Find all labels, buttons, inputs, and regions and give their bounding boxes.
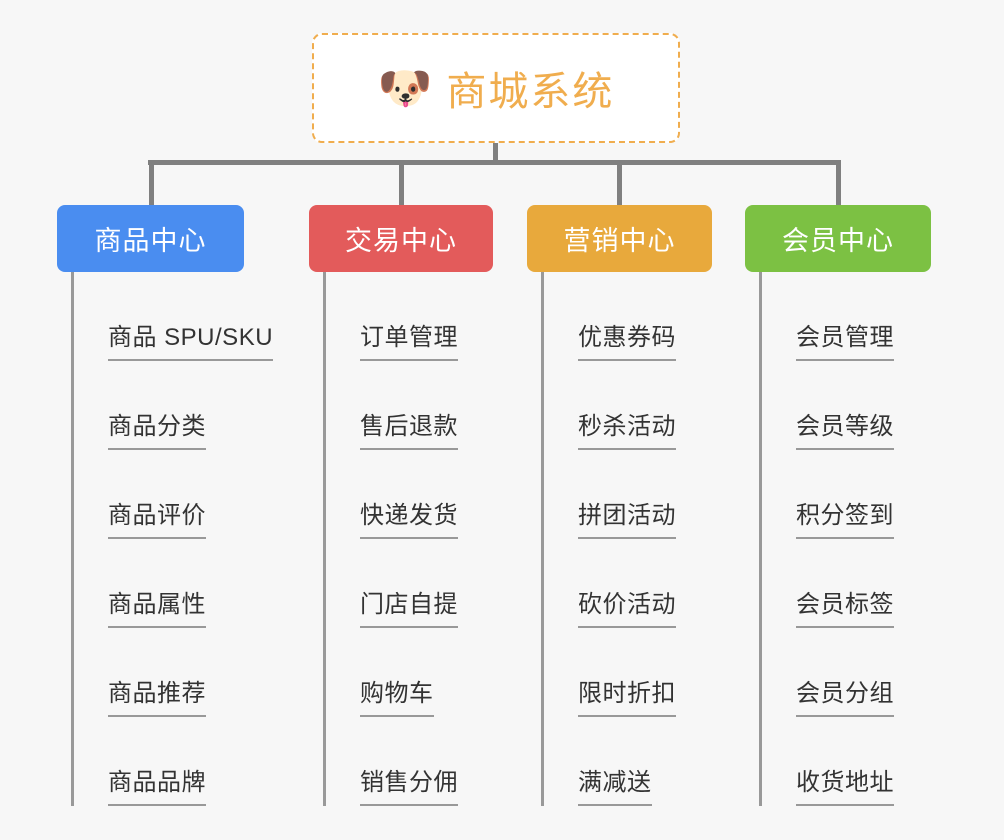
leaf-label: 销售分佣 <box>360 762 458 806</box>
leaf-label: 商品品牌 <box>108 762 206 806</box>
leaf-list-marketing-center: 优惠券码秒杀活动拼团活动砍价活动限时折扣满减送 <box>541 272 712 806</box>
root-node[interactable]: 🐶 商城系统 <box>312 33 680 143</box>
leaf-item[interactable]: 销售分佣 <box>326 717 493 806</box>
column-trade-center: 交易中心订单管理售后退款快递发货门店自提购物车销售分佣 <box>309 205 493 806</box>
leaf-item[interactable]: 订单管理 <box>326 272 493 361</box>
category-box-trade-center[interactable]: 交易中心 <box>309 205 493 272</box>
category-label: 会员中心 <box>782 226 894 256</box>
connector-drop-trade-center <box>399 160 404 207</box>
leaf-label: 会员等级 <box>796 406 894 450</box>
leaf-list-product-center: 商品 SPU/SKU 商品分类商品评价商品属性商品推荐商品品牌 <box>71 272 274 806</box>
leaf-item[interactable]: 快递发货 <box>326 450 493 539</box>
leaf-item[interactable]: 拼团活动 <box>544 450 712 539</box>
leaf-item[interactable]: 收货地址 <box>762 717 931 806</box>
leaf-item[interactable]: 限时折扣 <box>544 628 712 717</box>
leaf-label: 会员标签 <box>796 584 894 628</box>
leaf-item[interactable]: 优惠券码 <box>544 272 712 361</box>
connector-drop-marketing-center <box>617 160 622 207</box>
leaf-label: 订单管理 <box>360 317 458 361</box>
leaf-item[interactable]: 会员分组 <box>762 628 931 717</box>
leaf-item[interactable]: 会员等级 <box>762 361 931 450</box>
category-label: 交易中心 <box>345 226 457 256</box>
leaf-label: 售后退款 <box>360 406 458 450</box>
connector-stem <box>493 143 498 164</box>
leaf-label: 拼团活动 <box>578 495 676 539</box>
leaf-label: 商品评价 <box>108 495 206 539</box>
category-label: 商品中心 <box>94 226 207 256</box>
leaf-item[interactable]: 商品 SPU/SKU <box>74 272 274 361</box>
leaf-label: 快递发货 <box>360 495 458 539</box>
leaf-item[interactable]: 商品品牌 <box>74 717 244 806</box>
leaf-label: 商品属性 <box>108 584 206 628</box>
dog-face-icon: 🐶 <box>377 64 433 113</box>
leaf-label: 商品 SPU/SKU <box>108 317 274 361</box>
root-title: 商城系统 <box>446 70 615 114</box>
category-box-marketing-center[interactable]: 营销中心 <box>527 205 712 272</box>
connector-horizontal-bar <box>148 160 841 165</box>
leaf-item[interactable]: 门店自提 <box>326 539 493 628</box>
leaf-item[interactable]: 购物车 <box>326 628 493 717</box>
leaf-label: 积分签到 <box>796 495 894 539</box>
leaf-label: 秒杀活动 <box>578 406 676 450</box>
leaf-label: 会员分组 <box>796 673 894 717</box>
leaf-item[interactable]: 砍价活动 <box>544 539 712 628</box>
leaf-label: 会员管理 <box>796 317 894 361</box>
leaf-item[interactable]: 商品分类 <box>74 361 244 450</box>
leaf-label: 收货地址 <box>796 762 894 806</box>
category-box-member-center[interactable]: 会员中心 <box>745 205 931 272</box>
leaf-item[interactable]: 积分签到 <box>762 450 931 539</box>
leaf-label: 商品推荐 <box>108 673 206 717</box>
leaf-label: 商品分类 <box>108 406 206 450</box>
leaf-item[interactable]: 商品属性 <box>74 539 244 628</box>
leaf-item[interactable]: 满减送 <box>544 717 712 806</box>
leaf-item[interactable]: 售后退款 <box>326 361 493 450</box>
leaf-item[interactable]: 商品推荐 <box>74 628 244 717</box>
category-label: 营销中心 <box>563 226 676 256</box>
category-box-product-center[interactable]: 商品中心 <box>57 205 244 272</box>
leaf-label: 购物车 <box>360 673 434 717</box>
column-member-center: 会员中心会员管理会员等级积分签到会员标签会员分组收货地址 <box>745 205 931 806</box>
leaf-item[interactable]: 商品评价 <box>74 450 244 539</box>
connector-drop-product-center <box>149 160 154 207</box>
leaf-label: 门店自提 <box>360 584 458 628</box>
leaf-item[interactable]: 秒杀活动 <box>544 361 712 450</box>
leaf-label: 优惠券码 <box>578 317 676 361</box>
leaf-label: 满减送 <box>578 762 652 806</box>
leaf-item[interactable]: 会员标签 <box>762 539 931 628</box>
leaf-list-member-center: 会员管理会员等级积分签到会员标签会员分组收货地址 <box>759 272 931 806</box>
leaf-label: 限时折扣 <box>578 673 676 717</box>
column-product-center: 商品中心商品 SPU/SKU 商品分类商品评价商品属性商品推荐商品品牌 <box>57 205 274 806</box>
leaf-item[interactable]: 会员管理 <box>762 272 931 361</box>
leaf-list-trade-center: 订单管理售后退款快递发货门店自提购物车销售分佣 <box>323 272 493 806</box>
leaf-label: 砍价活动 <box>578 584 676 628</box>
column-marketing-center: 营销中心优惠券码秒杀活动拼团活动砍价活动限时折扣满减送 <box>527 205 712 806</box>
connector-drop-member-center <box>836 160 841 207</box>
